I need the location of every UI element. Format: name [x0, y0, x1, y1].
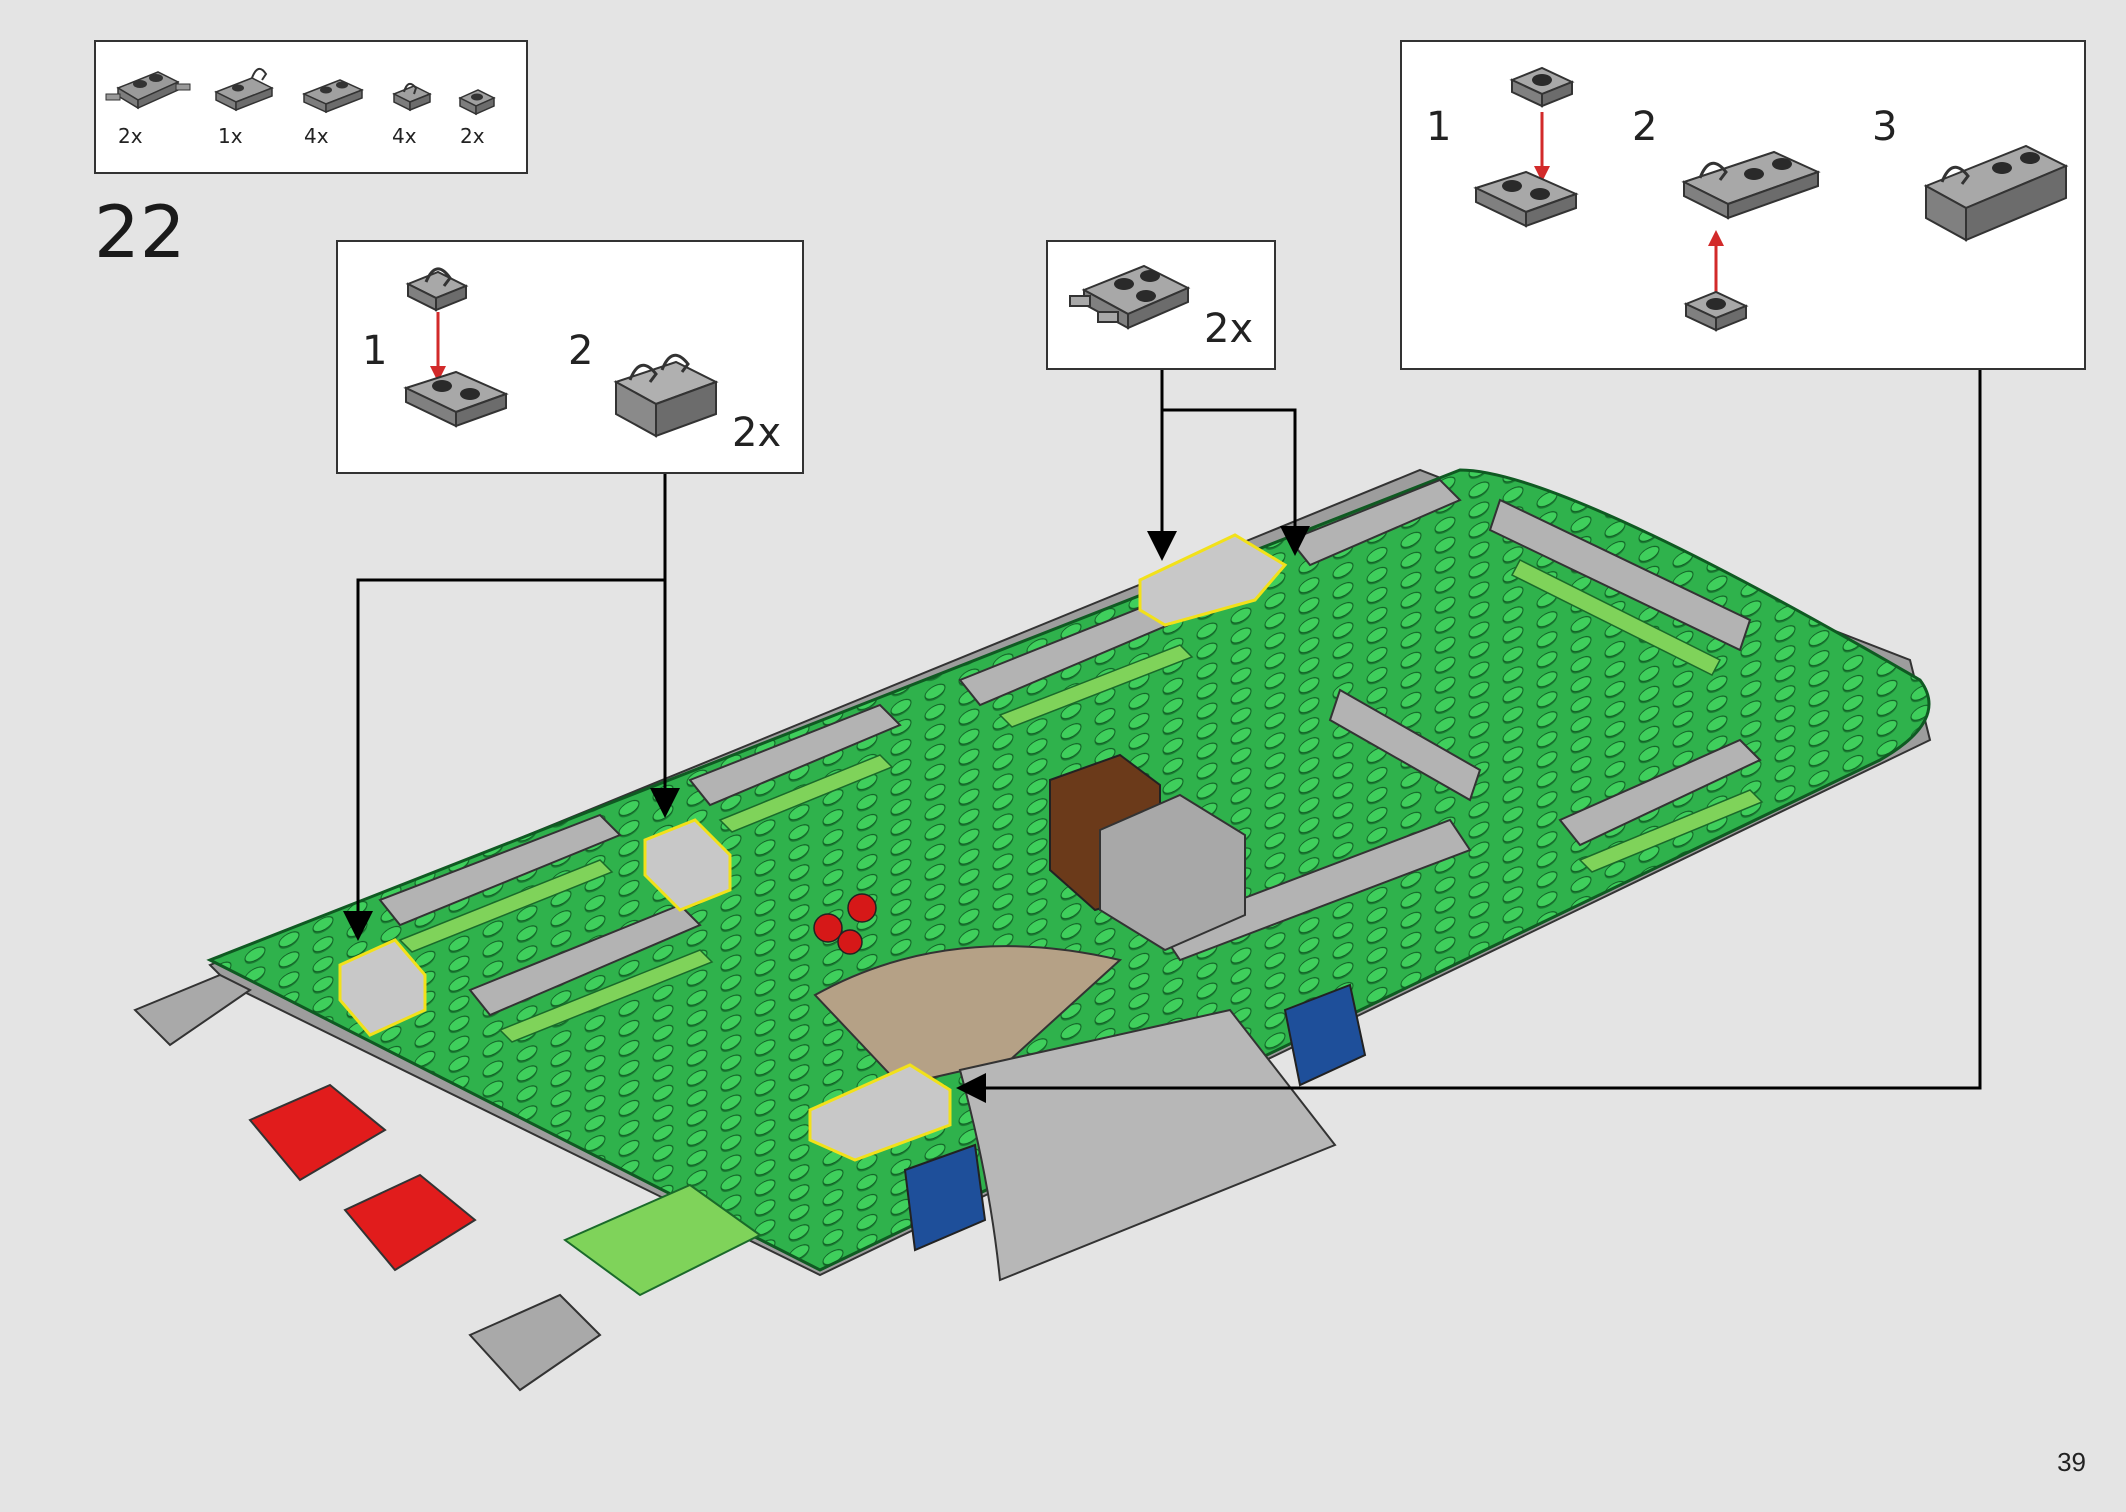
plate-1x1-icon — [1509, 66, 1575, 108]
plate-1x2-with-clip-icon — [214, 67, 274, 112]
part-qty: 2x — [118, 124, 143, 148]
red-plate-2 — [343, 1173, 477, 1272]
red-plate-1 — [248, 1083, 387, 1182]
finished-assembly-icon — [1923, 144, 2069, 242]
plate-1x1-with-clip-icon — [392, 82, 432, 112]
callout-left-drawing — [403, 267, 719, 438]
part-qty: 4x — [304, 124, 329, 148]
part-qty: 4x — [392, 124, 417, 148]
blue-plate-1 — [1283, 983, 1367, 1087]
plate-1x2-icon — [302, 79, 364, 114]
callout-right-drawing — [1473, 66, 2069, 332]
plate-with-bars-icon — [1069, 264, 1191, 330]
gray-curved-slope — [958, 1008, 1337, 1282]
part-qty: 2x — [460, 124, 485, 148]
light-green-strips — [398, 559, 1764, 1043]
substep-number: 2 — [568, 328, 594, 374]
clip-plate-icon — [405, 267, 469, 312]
plate-1x1-icon — [1683, 290, 1749, 332]
parts-list: 2x 1x 4x 4x 2x — [94, 40, 528, 174]
plate-1x1-icon — [458, 89, 496, 116]
page-number: 39 — [2057, 1447, 2086, 1477]
blue-plate-2 — [903, 1143, 987, 1252]
callout-left: 1 2 2x — [336, 240, 804, 474]
new-part-highlights — [338, 533, 1288, 1162]
gray-plate-bottom — [468, 1293, 602, 1392]
substep-number: 3 — [1872, 104, 1898, 150]
plate-1x2-icon — [1473, 170, 1579, 228]
gray-block — [1099, 793, 1246, 952]
callout-connectors — [343, 368, 1982, 1103]
substep-number: 1 — [362, 328, 388, 374]
callout-middle: 2x — [1046, 240, 1276, 370]
multiplier: 2x — [732, 410, 782, 456]
red-flowers — [813, 893, 877, 955]
bright-green-tile — [563, 1183, 762, 1297]
tan-plate — [813, 945, 1123, 1087]
gray-plate-left — [133, 973, 252, 1047]
parts-icons — [105, 67, 496, 116]
callout-middle-drawing — [1069, 264, 1191, 330]
gray-rails — [378, 478, 1762, 1017]
callout-right: 1 2 3 — [1400, 40, 2086, 370]
substep-number: 1 — [1426, 104, 1452, 150]
plate-1x2-icon — [403, 370, 509, 428]
clip-plate-assembly-icon — [1681, 150, 1821, 220]
plate-1x2-with-bars-icon — [105, 71, 191, 110]
substep-number: 2 — [1632, 104, 1658, 150]
part-qty: 1x — [218, 124, 243, 148]
multiplier: 2x — [1204, 306, 1254, 352]
step-number: 22 — [94, 190, 186, 274]
double-clip-assembly-icon — [613, 353, 719, 438]
